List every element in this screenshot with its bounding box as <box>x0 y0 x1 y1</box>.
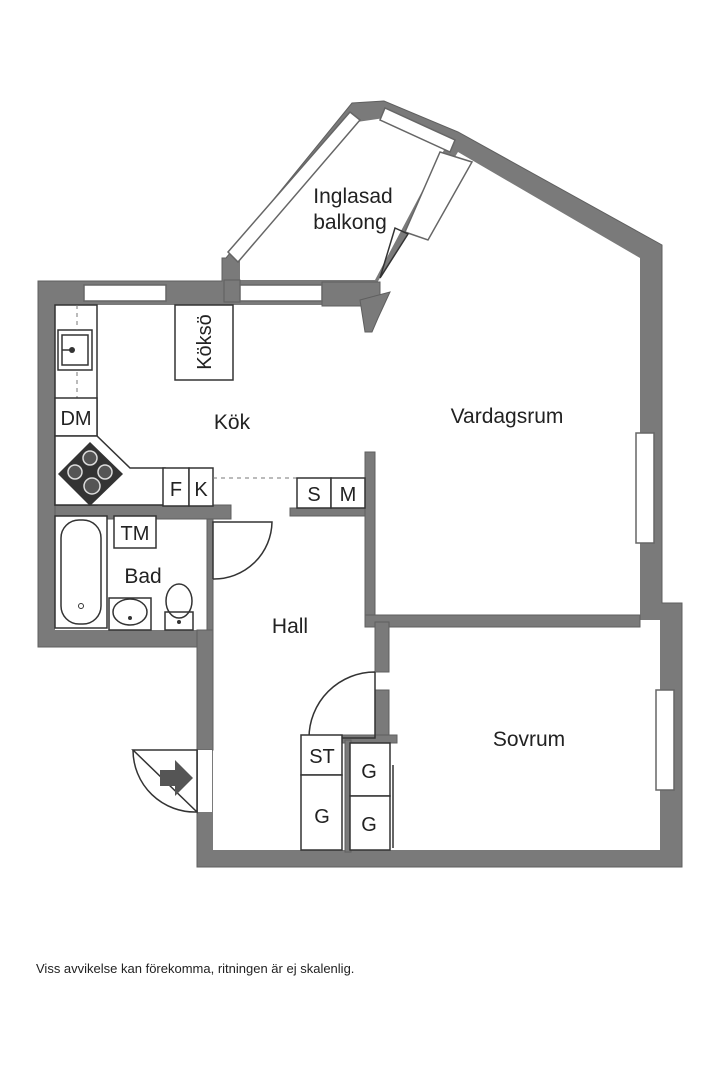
storage-units: S M <box>296 477 366 509</box>
kitchen-island <box>174 304 234 381</box>
dishwasher <box>54 397 98 437</box>
window-kitchen-2 <box>239 284 323 302</box>
wardrobe-bedroom-2-label: G <box>361 814 377 836</box>
bathroom-fixtures: TM <box>54 515 194 631</box>
window-bedroom <box>655 689 675 791</box>
room-label-living: Vardagsrum <box>451 405 564 428</box>
washing-machine <box>113 515 157 549</box>
kitchen-fixtures: DM F K Köksö <box>54 304 297 507</box>
room-label-bath: Bad <box>124 565 161 588</box>
balcony-door-swing <box>379 226 410 279</box>
entrance-arrow-icon <box>160 760 193 796</box>
window-living <box>635 432 655 544</box>
freezer <box>188 467 214 507</box>
room-label-hall: Hall <box>272 615 308 638</box>
stove-icon <box>58 442 123 506</box>
freezer-label: K <box>194 479 208 501</box>
dishwasher-label: DM <box>60 408 91 430</box>
burner-icon <box>82 450 98 466</box>
wardrobe-bedroom-2 <box>349 795 391 851</box>
room-label-balcony-line2: balkong <box>313 211 387 234</box>
wardrobe-bedroom-1-label: G <box>361 761 377 783</box>
toilet-icon <box>165 583 193 619</box>
storage-m <box>330 477 366 509</box>
room-labels: Inglasad balkong Kök Vardagsrum Bad Hall… <box>124 185 565 751</box>
disclaimer-text: Viss avvikelse kan förekomma, ritningen … <box>36 961 355 976</box>
window-kitchen-1 <box>83 284 167 302</box>
kitchen-island-label: Köksö <box>194 314 216 370</box>
storage-st <box>300 734 343 776</box>
window-balcony-left <box>226 110 362 264</box>
storage-st-label: ST <box>309 746 335 768</box>
bath-door-swing <box>212 521 273 580</box>
hall-storage: ST G G G <box>300 734 394 851</box>
fridge-label: F <box>170 479 182 501</box>
wardrobe-hall <box>300 774 343 851</box>
wardrobe-bedroom-1 <box>349 742 391 797</box>
room-label-bedroom: Sovrum <box>493 728 565 751</box>
balcony-door <box>403 151 474 241</box>
burner-icon <box>97 464 113 480</box>
wardrobe-hall-label: G <box>314 806 330 828</box>
bathtub-drain-icon <box>78 603 84 609</box>
window-balcony-top <box>379 106 456 154</box>
burner-icon <box>83 477 101 495</box>
sink-drain-icon <box>69 347 75 353</box>
washing-machine-label: TM <box>121 523 150 545</box>
bathtub <box>54 515 108 629</box>
windows <box>83 106 675 791</box>
storage-s-label: S <box>307 484 320 506</box>
interior-walls <box>54 279 641 853</box>
room-label-kitchen: Kök <box>214 411 251 434</box>
storage-m-label: M <box>340 484 357 506</box>
washbasin-icon <box>112 598 148 626</box>
burner-icon <box>67 464 83 480</box>
room-label-balcony-line1: Inglasad <box>313 185 392 208</box>
storage-s <box>296 477 332 509</box>
